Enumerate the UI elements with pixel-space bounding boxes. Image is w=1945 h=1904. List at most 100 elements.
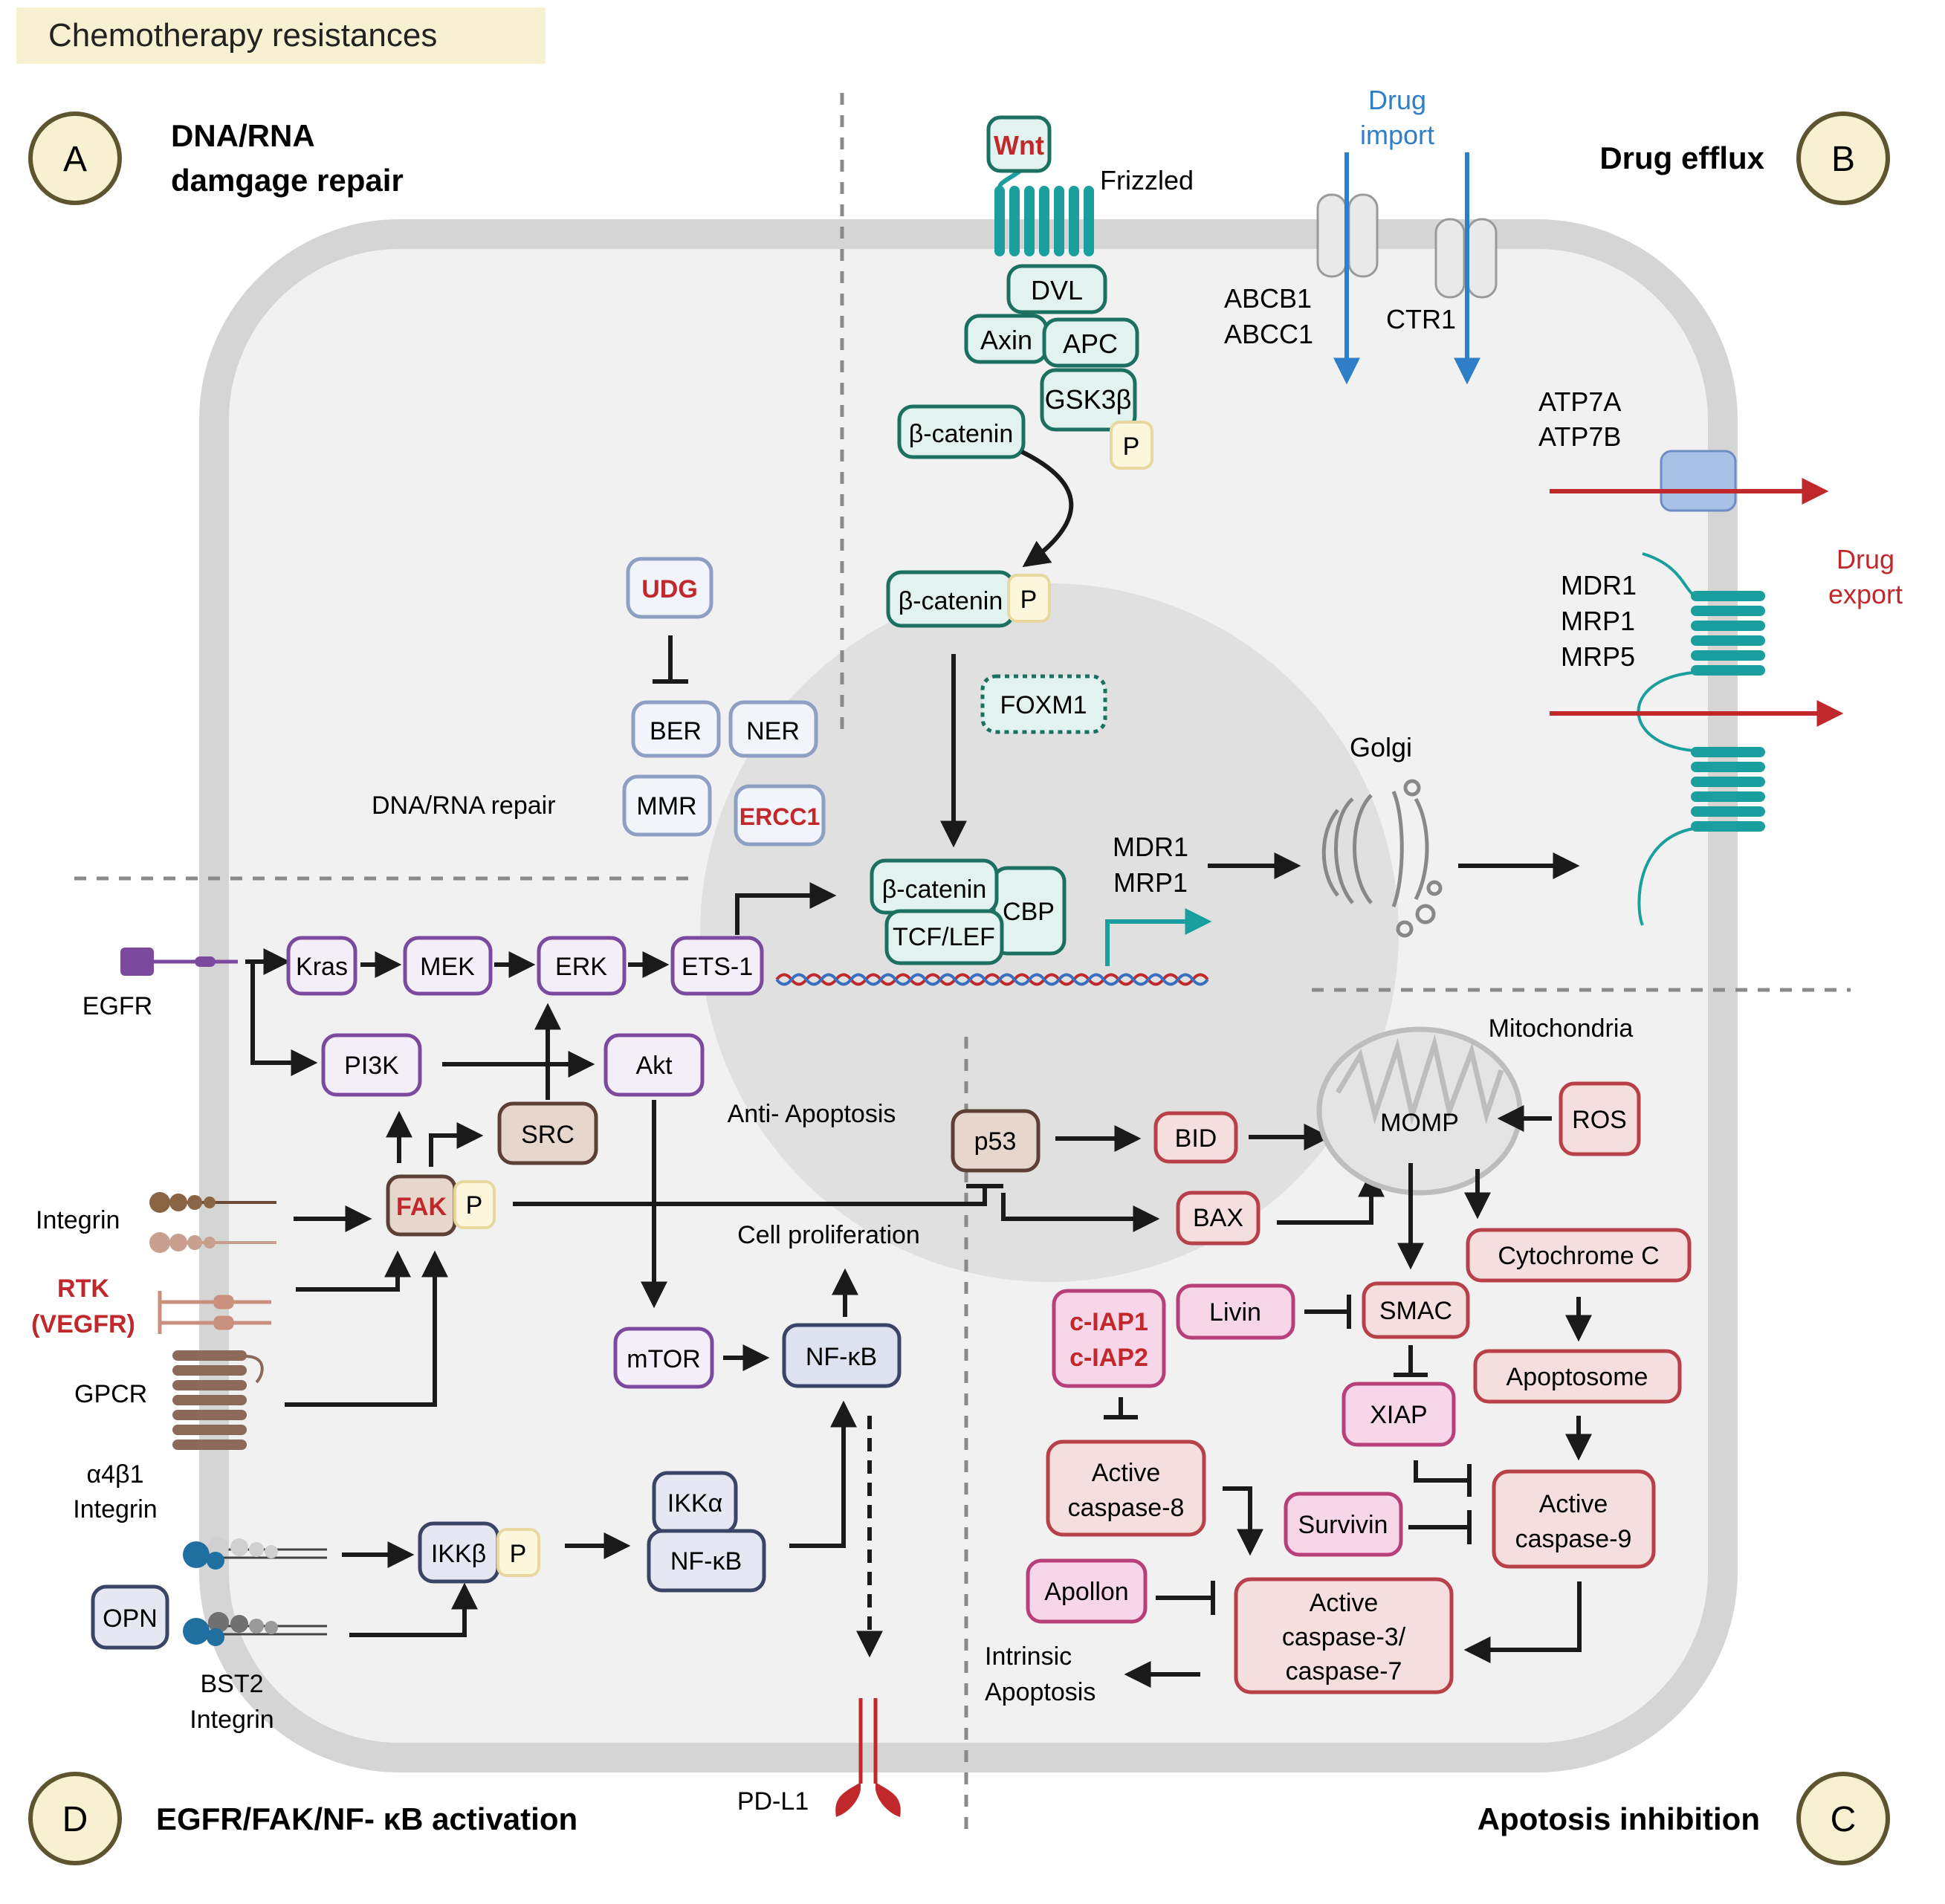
section-d-badge: D (28, 1772, 122, 1865)
xiap-node: XIAP (1342, 1382, 1456, 1447)
arrow-rtk-fak (296, 1250, 411, 1292)
mitochondria-label: Mitochondria (1489, 1014, 1634, 1043)
svg-text:Akt: Akt (635, 1052, 673, 1080)
ciap-node: c-IAP1 c-IAP2 (1052, 1289, 1166, 1388)
momp-label: MOMP (1380, 1109, 1459, 1137)
pdl1-receptor-icon (835, 1698, 901, 1817)
mrp5-label-b: MRP5 (1561, 641, 1635, 672)
foxm1-node: FOXM1 (980, 674, 1107, 734)
inhibit-xiap-casp9 (1414, 1460, 1468, 1483)
svg-text:TCF/LEF: TCF/LEF (893, 923, 995, 951)
ikkb-node: IKKβ (418, 1521, 500, 1584)
arrow-egfr-pi3k (250, 962, 318, 1076)
svg-text:P: P (466, 1191, 483, 1220)
mek-node: MEK (403, 936, 493, 996)
integrin-icon (149, 1192, 276, 1253)
beta-catenin-node-2: β-catenin (886, 570, 1015, 628)
beta-catenin-node-1: β-catenin (897, 404, 1026, 459)
section-a-title-2: damgage repair (171, 163, 404, 198)
src-node: SRC (497, 1101, 598, 1165)
svg-text:Axin: Axin (980, 325, 1032, 355)
integrin-label: Integrin (36, 1206, 120, 1234)
smac-node: SMAC (1362, 1281, 1470, 1339)
svg-text:Active: Active (1539, 1490, 1608, 1518)
svg-text:A: A (63, 140, 87, 179)
nfkb-node: NF-κB (782, 1323, 902, 1388)
section-c-title: Apotosis inhibition (1478, 1801, 1760, 1836)
arrow-ets1-nucleus (735, 882, 837, 935)
quadrant-dividers (74, 93, 1851, 1836)
page-title: Chemotherapy resistances (48, 17, 437, 54)
svg-text:IKKα: IKKα (667, 1489, 722, 1518)
svg-text:XIAP: XIAP (1370, 1401, 1427, 1429)
apollon-node: Apollon (1026, 1558, 1148, 1624)
svg-text:β-catenin: β-catenin (909, 420, 1014, 448)
svg-text:OPN: OPN (103, 1605, 158, 1633)
drug-export-label-2: export (1828, 579, 1903, 609)
svg-text:p53: p53 (974, 1127, 1017, 1156)
akt-node: Akt (603, 1033, 705, 1097)
nfkb-complex-node: NF-κB (647, 1529, 766, 1593)
svg-text:β-catenin: β-catenin (899, 587, 1003, 615)
dna-rna-repair-label: DNA/RNA repair (372, 791, 556, 820)
rtk-receptor-icon (158, 1291, 271, 1334)
svg-text:ERCC1: ERCC1 (740, 803, 820, 830)
phospho-tag-gsk3b: P (1110, 421, 1153, 470)
svg-text:ERK: ERK (555, 953, 607, 981)
ctr1-channel-icon (1434, 218, 1498, 299)
atp7-transporter-icon (1660, 450, 1737, 512)
svg-text:ROS: ROS (1572, 1106, 1627, 1134)
svg-text:NF-κB: NF-κB (806, 1343, 877, 1371)
arrow-phosphorylation (1020, 450, 1074, 568)
section-a-title-1: DNA/RNA (171, 118, 315, 153)
erk-node: ERK (537, 936, 627, 996)
phospho-tag-beta-catenin: P (1007, 574, 1051, 623)
rtk-label-1: RTK (57, 1275, 109, 1303)
svg-text:PI3K: PI3K (344, 1052, 399, 1080)
gpcr-tail (245, 1355, 264, 1384)
fak-node: FAK (386, 1174, 457, 1237)
section-c-badge: C (1796, 1772, 1890, 1865)
ets1-node: ETS-1 (670, 936, 764, 996)
svg-text:MEK: MEK (420, 953, 475, 981)
axin-node: Axin (964, 314, 1049, 364)
ctr1-label: CTR1 (1386, 304, 1456, 334)
intrinsic-apoptosis-label-2: Apoptosis (985, 1678, 1096, 1706)
livin-node: Livin (1176, 1283, 1295, 1340)
pi3k-node: PI3K (321, 1033, 422, 1097)
svg-text:NER: NER (746, 717, 800, 745)
golgi-label: Golgi (1350, 732, 1412, 762)
arrow-gpcr-fak (285, 1250, 448, 1407)
drug-import-label-1: Drug (1368, 85, 1426, 115)
svg-text:Survivin: Survivin (1298, 1511, 1388, 1539)
svg-text:caspase-7: caspase-7 (1286, 1657, 1402, 1686)
abcc1-label: ABCC1 (1224, 319, 1313, 349)
active-caspase-3-7-node: Active caspase-3/ caspase-7 (1234, 1577, 1454, 1694)
svg-text:MMR: MMR (636, 792, 696, 820)
a4b1-label-2: Integrin (73, 1495, 157, 1523)
svg-text:P: P (1020, 586, 1038, 614)
cytochrome-c-node: Cytochrome C (1466, 1228, 1692, 1283)
svg-text:Active: Active (1310, 1589, 1379, 1617)
dvl-node: DVL (1006, 264, 1107, 314)
tcf-lef-node: TCF/LEF (884, 909, 1004, 965)
svg-text:B: B (1831, 140, 1855, 179)
svg-text:Livin: Livin (1209, 1298, 1261, 1327)
section-b-badge: B (1796, 111, 1890, 205)
gpcr-receptor-icon (172, 1350, 247, 1450)
wnt-node: Wnt (986, 115, 1052, 173)
svg-text:DVL: DVL (1031, 275, 1083, 305)
svg-text:c-IAP1: c-IAP1 (1069, 1308, 1148, 1336)
intrinsic-apoptosis-label-1: Intrinsic (985, 1642, 1072, 1671)
egfr-receptor-icon (120, 948, 238, 976)
svg-text:Wnt: Wnt (994, 130, 1044, 161)
phospho-tag-ikkb: P (496, 1528, 540, 1577)
mitochondria-icon (1316, 1026, 1523, 1196)
mdr1-transporter-icon (1637, 552, 1765, 926)
ercc1-node: ERCC1 (734, 784, 826, 846)
arrow-complex-nfkb (789, 1400, 857, 1548)
svg-text:D: D (62, 1800, 88, 1839)
mrp1-label-b: MRP1 (1561, 606, 1635, 636)
